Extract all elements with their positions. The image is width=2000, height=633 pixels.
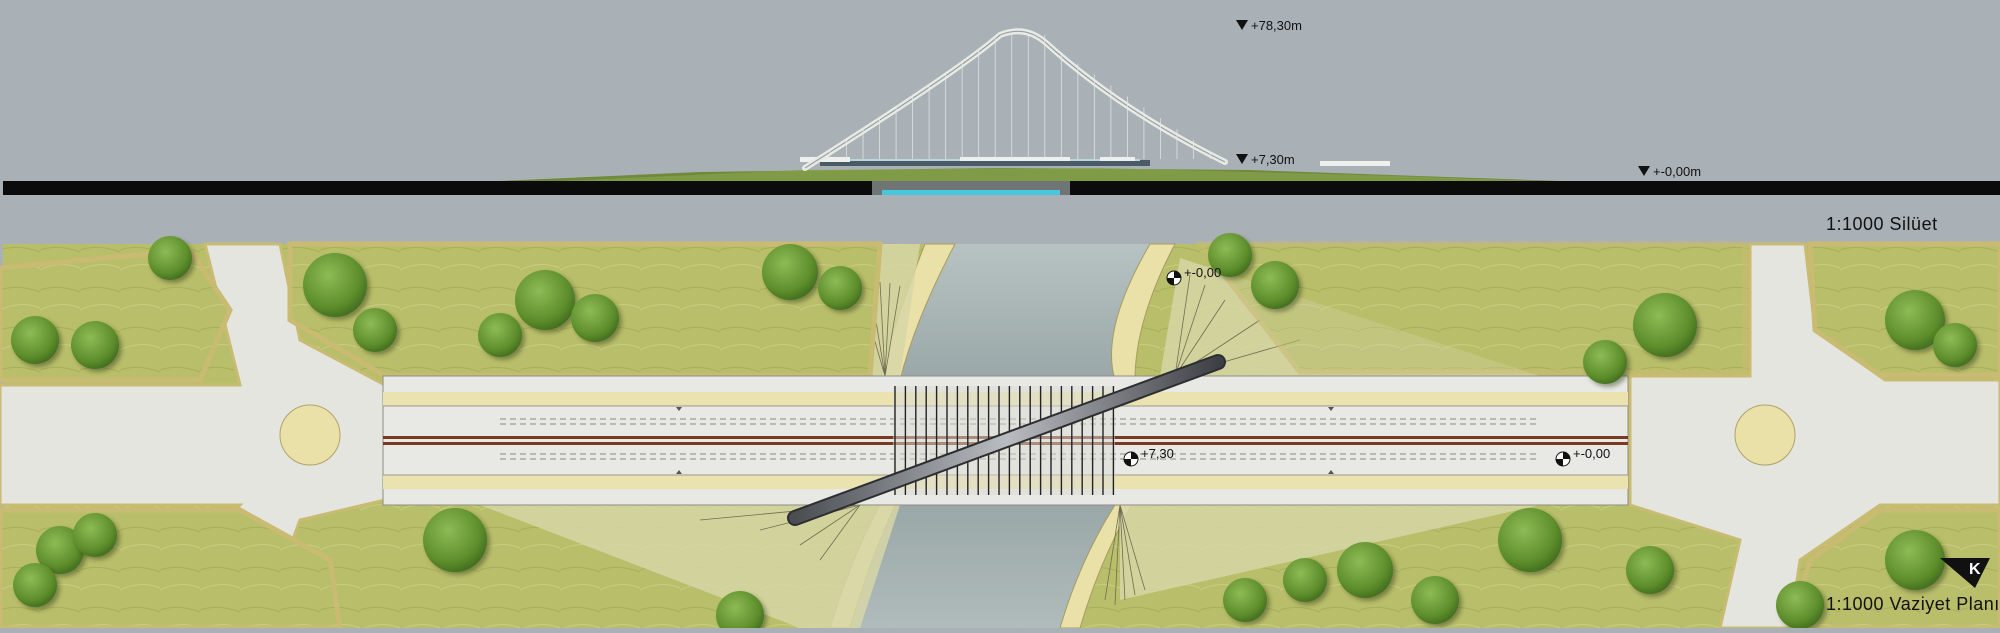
tree-icon: [1885, 290, 1945, 350]
tree-icon: [303, 253, 367, 317]
tree-icon: [353, 308, 397, 352]
tree-icon: [1583, 340, 1627, 384]
tree-icon: [1776, 581, 1824, 629]
ramp-southwest: [480, 505, 900, 628]
elevation-label-top: +78,30m: [1251, 18, 1302, 33]
tree-icon: [1411, 576, 1459, 624]
marker-bank-north: [1166, 270, 1182, 286]
tree-icon: [1626, 546, 1674, 594]
plan-elevation-markers: [1123, 270, 1571, 467]
pylon-plan: [789, 356, 1224, 524]
tree-icon: [73, 513, 117, 557]
roundabout-east: [1734, 404, 1796, 466]
tree-icon: [716, 591, 764, 633]
tree-icon: [1251, 261, 1299, 309]
plan-elevation-label-bank: +-0,00: [1184, 265, 1222, 280]
bridge-deck-plan: [787, 354, 1226, 526]
tree-icon: [762, 244, 818, 300]
marker-deck: [1123, 451, 1139, 467]
tree-icon: [515, 270, 575, 330]
tree-icon: [1498, 508, 1562, 572]
elevation-label-deck: +7,30m: [1251, 152, 1295, 167]
elevation-marker-top: [1236, 20, 1248, 30]
site-plan-scale-label: 1:1000 Vaziyet Planı: [1826, 594, 2000, 614]
marker-road-east: [1555, 451, 1571, 467]
tree-icon: [1633, 293, 1697, 357]
tree-icon: [1933, 323, 1977, 367]
tree-icon: [1283, 558, 1327, 602]
tree-icon: [478, 313, 522, 357]
plan-elevation-label-road: +-0,00: [1573, 446, 1611, 461]
tree-icon: [423, 508, 487, 572]
tree-icon: [1223, 578, 1267, 622]
site-plan: [0, 233, 2000, 633]
plan-elevation-label-deck: +7,30: [1141, 446, 1174, 461]
tree-icon: [571, 294, 619, 342]
tree-icon: [1337, 542, 1393, 598]
north-arrow-icon: [1940, 558, 1990, 588]
elevation-label-ground: +-0,00m: [1653, 164, 1702, 179]
elevation-marker-ground: [1638, 166, 1650, 176]
silhouette-scale-label: 1:1000 Silüet: [1826, 214, 1938, 234]
trees: [11, 233, 1977, 633]
tree-icon: [1208, 233, 1252, 277]
tree-icon: [36, 526, 84, 574]
tree-icon: [71, 321, 119, 369]
sky-background: [0, 0, 2000, 244]
elevation-marker-deck: [1236, 154, 1248, 164]
water-surface: [882, 190, 1060, 195]
silhouette-elevation: [0, 0, 2000, 244]
tree-icon: [11, 316, 59, 364]
north-label: K: [1969, 561, 1981, 578]
tree-icon: [818, 266, 862, 310]
tree-icon: [148, 236, 192, 280]
suspension-cables: [829, 35, 1211, 159]
tree-icon: [13, 563, 57, 607]
roundabout-west: [279, 404, 341, 466]
tree-icon: [1885, 530, 1945, 590]
bridge-deck-side: [820, 160, 1150, 166]
ramp-southeast: [1120, 505, 1540, 600]
